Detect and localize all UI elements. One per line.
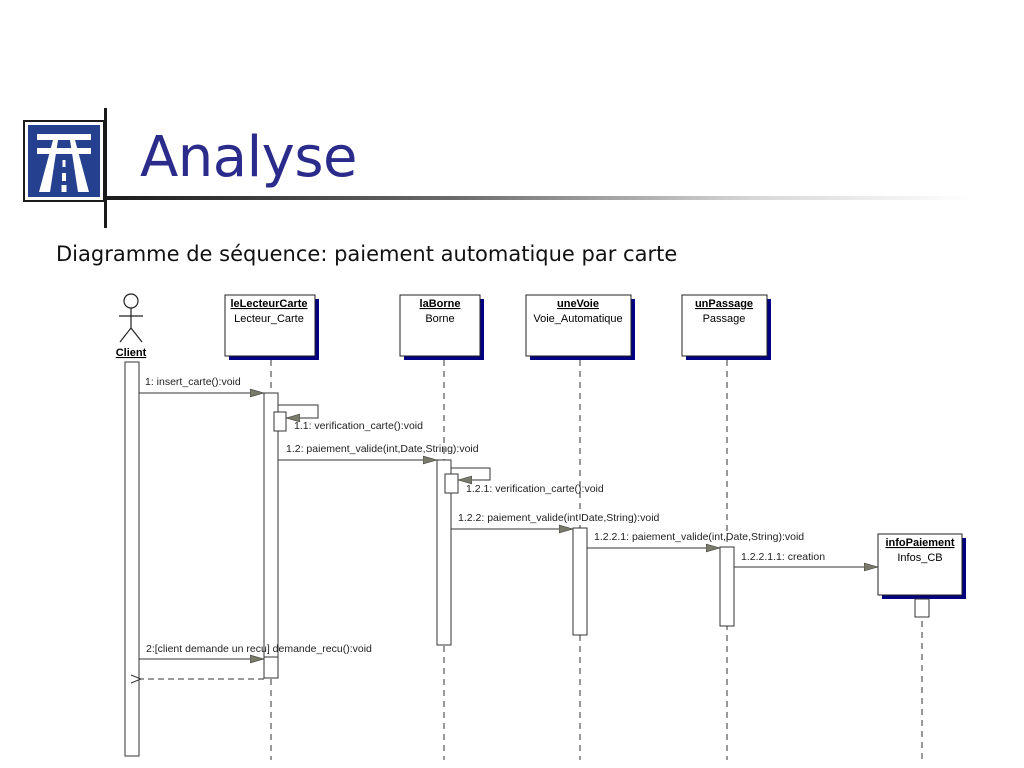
- object-name: leLecteurCarte: [230, 298, 307, 310]
- message-label: 1.2: paiement_valide(int,Date,String):vo…: [286, 443, 479, 455]
- activation-borne: [436, 459, 452, 646]
- activation-passage: [719, 546, 735, 627]
- object-box-lelecteurcarte: leLecteurCarte Lecteur_Carte: [224, 294, 319, 360]
- highway-sign-icon: [23, 120, 105, 202]
- message-label: 1.1: verification_carte():void: [294, 420, 423, 432]
- object-box-infopaiement: infoPaiement Infos_CB: [877, 533, 966, 599]
- object-name: laBorne: [420, 298, 461, 310]
- object-name: uneVoie: [557, 298, 599, 310]
- message-1-2-1: 1.2.1: verification_carte():void: [451, 467, 604, 495]
- message-label: 1.2.2.1.1: creation: [741, 551, 825, 563]
- object-box-unevoie: uneVoie Voie_Automatique: [525, 294, 635, 360]
- object-class: Borne: [425, 313, 454, 325]
- message-label: 1: insert_carte():void: [145, 376, 241, 388]
- message-1-2: 1.2: paiement_valide(int,Date,String):vo…: [278, 443, 479, 460]
- message-1: 1: insert_carte():void: [139, 376, 264, 393]
- activation-voie: [572, 527, 588, 636]
- message-1-1: 1.1: verification_carte():void: [278, 404, 423, 432]
- object-box-laborne: laBorne Borne: [399, 294, 484, 360]
- message-2: 2:[client demande un recu] demande_recu(…: [139, 643, 372, 659]
- activation-lecteur: [263, 392, 279, 658]
- activation-lecteur-recu: [263, 656, 279, 679]
- message-1-2-2-1: 1.2.2.1: paiement_valide(int,Date,String…: [587, 531, 804, 548]
- title-horizontal-rule: [104, 196, 974, 200]
- message-1-2-2: 1.2.2: paiement_valide(int Date,String):…: [451, 512, 660, 529]
- object-name: infoPaiement: [885, 537, 954, 549]
- object-class: Voie_Automatique: [533, 313, 622, 325]
- activation-lecteur-self: [273, 411, 287, 432]
- title-vertical-rule: [104, 108, 107, 228]
- actor-client: Client: [116, 293, 147, 359]
- message-label: 1.2.1: verification_carte():void: [466, 483, 604, 495]
- object-name: unPassage: [695, 298, 753, 310]
- message-label: 2:[client demande un recu] demande_recu(…: [146, 643, 372, 655]
- slide-subtitle: Diagramme de séquence: paiement automati…: [56, 242, 678, 266]
- object-box-unpassage: unPassage Passage: [681, 294, 771, 360]
- client-activation: [124, 361, 140, 757]
- object-class: Infos_CB: [897, 552, 942, 564]
- message-1-2-2-1-1: 1.2.2.1.1: creation: [734, 551, 878, 567]
- actor-label: Client: [116, 347, 147, 359]
- object-class: Passage: [703, 313, 746, 325]
- message-label: 1.2.2.1: paiement_valide(int,Date,String…: [594, 531, 804, 543]
- activation-infopaiement: [914, 598, 930, 618]
- message-label: 1.2.2: paiement_valide(int Date,String):…: [458, 512, 660, 524]
- object-class: Lecteur_Carte: [234, 313, 304, 325]
- activation-borne-self: [444, 473, 459, 494]
- slide-title: Analyse: [140, 125, 357, 190]
